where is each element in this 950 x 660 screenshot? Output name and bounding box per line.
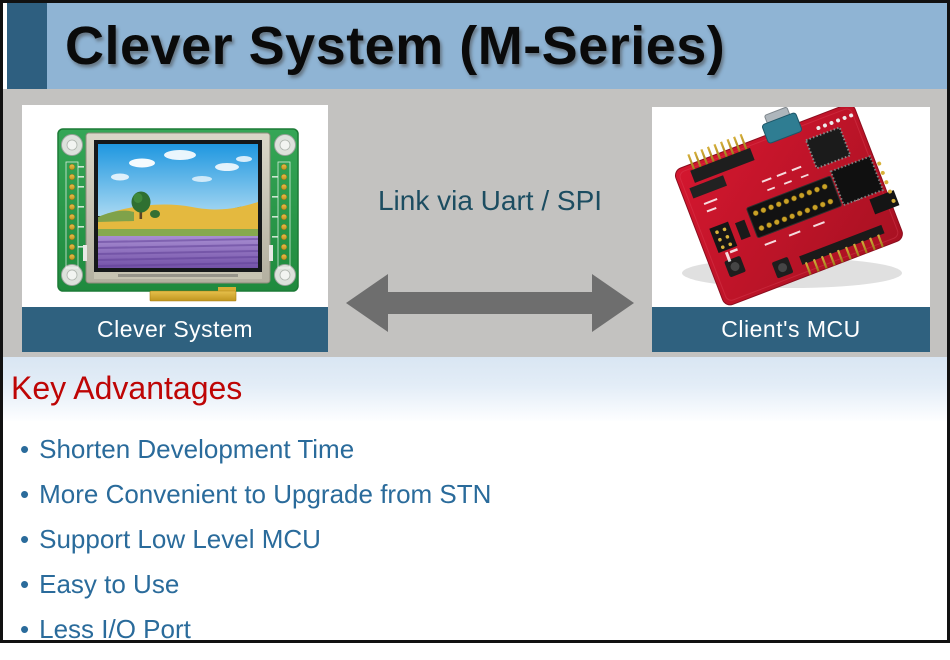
advantage-text: Less I/O Port [39, 614, 191, 644]
advantage-text: Support Low Level MCU [39, 524, 321, 554]
list-item: • More Convenient to Upgrade from STN [20, 480, 947, 525]
list-item: • Easy to Use [20, 570, 947, 615]
client-mcu-card: Client's MCU [652, 107, 930, 352]
advantage-text: Easy to Use [39, 569, 180, 599]
title-band: Clever System (M-Series) [7, 3, 947, 89]
slide: Clever System (M-Series) [0, 0, 950, 644]
advantage-text: More Convenient to Upgrade from STN [39, 479, 492, 509]
advantages-list: • Shorten Development Time • More Convenie… [3, 421, 947, 660]
double-arrow-icon [346, 274, 634, 332]
clever-system-card: Clever System [22, 105, 328, 352]
advantage-text: Shorten Development Time [39, 434, 355, 464]
list-item: • Shorten Development Time [20, 435, 947, 480]
bullet-icon: • [20, 434, 30, 464]
title-accent-bar [7, 3, 47, 89]
client-mcu-photo [674, 107, 903, 306]
right-card-caption: Client's MCU [652, 307, 930, 352]
bullet-icon: • [20, 614, 30, 644]
link-zone: Link via Uart / SPI [328, 89, 652, 357]
page-title: Clever System (M-Series) [65, 16, 726, 76]
bullet-icon: • [20, 479, 30, 509]
list-item: • Support Low Level MCU [20, 525, 947, 570]
left-card-caption: Clever System [22, 307, 328, 352]
clever-system-photo [57, 128, 299, 302]
hero-band: Clever System Link via Uart / SPI [3, 89, 947, 357]
list-item: • Less I/O Port [20, 615, 947, 660]
link-label: Link via Uart / SPI [377, 185, 603, 216]
bullet-icon: • [20, 569, 30, 599]
bullet-icon: • [20, 524, 30, 554]
advantages-heading: Key Advantages [11, 370, 243, 406]
advantages-band: Key Advantages [3, 357, 947, 421]
